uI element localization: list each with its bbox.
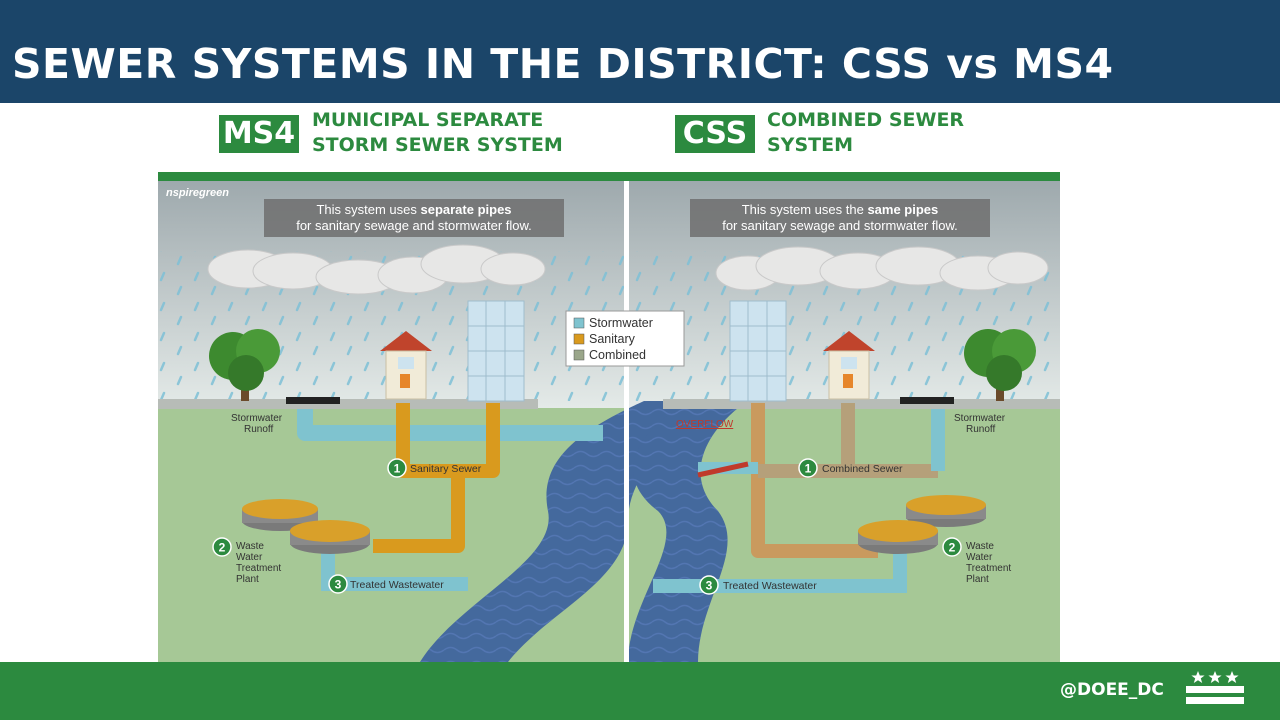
ms4-street (158, 399, 538, 409)
credit-label: nspiregreen (166, 187, 229, 199)
ms4-house (380, 331, 432, 400)
css-treated-pipe (653, 551, 907, 593)
svg-text:3: 3 (335, 578, 342, 592)
css-combined-pipe (751, 403, 945, 558)
svg-text:Combined Sewer: Combined Sewer (822, 463, 903, 475)
ms4-stormwater-pipe (297, 409, 603, 441)
dc-flag-icon (1186, 671, 1244, 704)
svg-text:1: 1 (805, 462, 812, 476)
css-name-line1: COMBINED SEWER (767, 109, 965, 131)
svg-text:Treated Wastewater: Treated Wastewater (350, 579, 444, 591)
css-overflow-label: OVERFLOW (676, 419, 734, 430)
svg-text:Runoff: Runoff (244, 424, 274, 435)
svg-text:2: 2 (219, 541, 226, 555)
legend-label-stormwater: Stormwater (589, 316, 653, 330)
ms4-tree (209, 329, 280, 401)
svg-text:Treatment: Treatment (966, 563, 1011, 574)
ms4-name-line2: STORM SEWER SYSTEM (312, 134, 563, 156)
svg-text:Treated Wastewater: Treated Wastewater (723, 580, 817, 592)
css-name-line2: SYSTEM (767, 134, 853, 156)
ms4-name-line1: MUNICIPAL SEPARATE (312, 109, 544, 131)
svg-text:1: 1 (394, 462, 401, 476)
svg-text:Waste: Waste (236, 541, 264, 552)
ms4-office-building (467, 300, 525, 402)
river (420, 401, 738, 662)
legend-swatch-combined (573, 349, 585, 361)
svg-text:This system uses separate pipe: This system uses separate pipes (316, 202, 511, 217)
svg-text:3: 3 (706, 579, 713, 593)
css-tree (964, 329, 1036, 401)
css-step3: 3 Treated Wastewater (699, 575, 817, 595)
svg-text:Water: Water (966, 552, 993, 563)
footer-bar (0, 662, 1280, 720)
css-step1: 1 Combined Sewer (798, 458, 903, 478)
ms4-step3: 3 Treated Wastewater (328, 574, 444, 594)
svg-text:Water: Water (236, 552, 263, 563)
svg-text:Stormwater: Stormwater (231, 413, 283, 424)
svg-text:2: 2 (949, 541, 956, 555)
css-house (823, 331, 875, 400)
sewer-diagram: nspiregreen This system uses separate pi… (158, 181, 1060, 662)
center-divider (624, 181, 629, 662)
css-treatment-plant (858, 495, 986, 554)
ms4-treatment-plant (242, 499, 370, 554)
slide-title: SEWER SYSTEMS IN THE DISTRICT: CSS vs MS… (12, 40, 1114, 88)
legend: Stormwater Sanitary Combined (565, 310, 685, 367)
ms4-storm-drain (286, 397, 340, 404)
sewer-diagram-svg: nspiregreen This system uses separate pi… (158, 181, 1060, 662)
svg-text:Stormwater: Stormwater (954, 413, 1006, 424)
ms4-system-name: MUNICIPAL SEPARATE STORM SEWER SYSTEM (312, 108, 563, 158)
svg-text:Sanitary Sewer: Sanitary Sewer (410, 463, 482, 475)
svg-text:Runoff: Runoff (966, 424, 996, 435)
ms4-runoff-label: Stormwater Runoff (231, 413, 283, 435)
legend-swatch-stormwater (573, 317, 585, 329)
css-overflow-pipe (697, 461, 758, 478)
header-bar: SEWER SYSTEMS IN THE DISTRICT: CSS vs MS… (0, 0, 1280, 103)
css-office-building (729, 300, 787, 402)
ms4-sanitary-pipe (373, 403, 500, 553)
svg-text:Waste: Waste (966, 541, 994, 552)
legend-label-combined: Combined (589, 348, 646, 362)
svg-text:Plant: Plant (236, 574, 259, 585)
css-step2: 2 Waste Water Treatment Plant (942, 537, 1011, 585)
svg-text:for sanitary sewage and stormw: for sanitary sewage and stormwater flow. (296, 218, 532, 233)
svg-text:This system uses the same pipe: This system uses the same pipes (742, 202, 939, 217)
css-system-name: COMBINED SEWER SYSTEM (767, 108, 964, 158)
green-divider-bar (158, 172, 1060, 181)
css-storm-drain (900, 397, 954, 404)
ms4-caption: This system uses separate pipes for sani… (264, 199, 564, 237)
svg-text:Treatment: Treatment (236, 563, 281, 574)
legend-box (565, 310, 685, 367)
css-caption: This system uses the same pipes for sani… (690, 199, 990, 237)
ms4-clouds (207, 244, 546, 295)
legend-label-sanitary: Sanitary (589, 332, 636, 346)
svg-text:for sanitary sewage and stormw: for sanitary sewage and stormwater flow. (722, 218, 958, 233)
ms4-step2: 2 Waste Water Treatment Plant (212, 537, 281, 585)
css-badge: CSS (675, 115, 755, 153)
css-clouds (715, 246, 1049, 291)
css-runoff-label: Stormwater Runoff (954, 413, 1006, 435)
svg-text:Plant: Plant (966, 574, 989, 585)
ms4-badge: MS4 (219, 115, 299, 153)
social-handle: @DOEE_DC (1060, 680, 1164, 700)
legend-swatch-sanitary (573, 333, 585, 345)
css-street (663, 399, 1060, 409)
ms4-step1: 1 Sanitary Sewer (387, 458, 482, 478)
ms4-treated-pipe (321, 551, 468, 591)
